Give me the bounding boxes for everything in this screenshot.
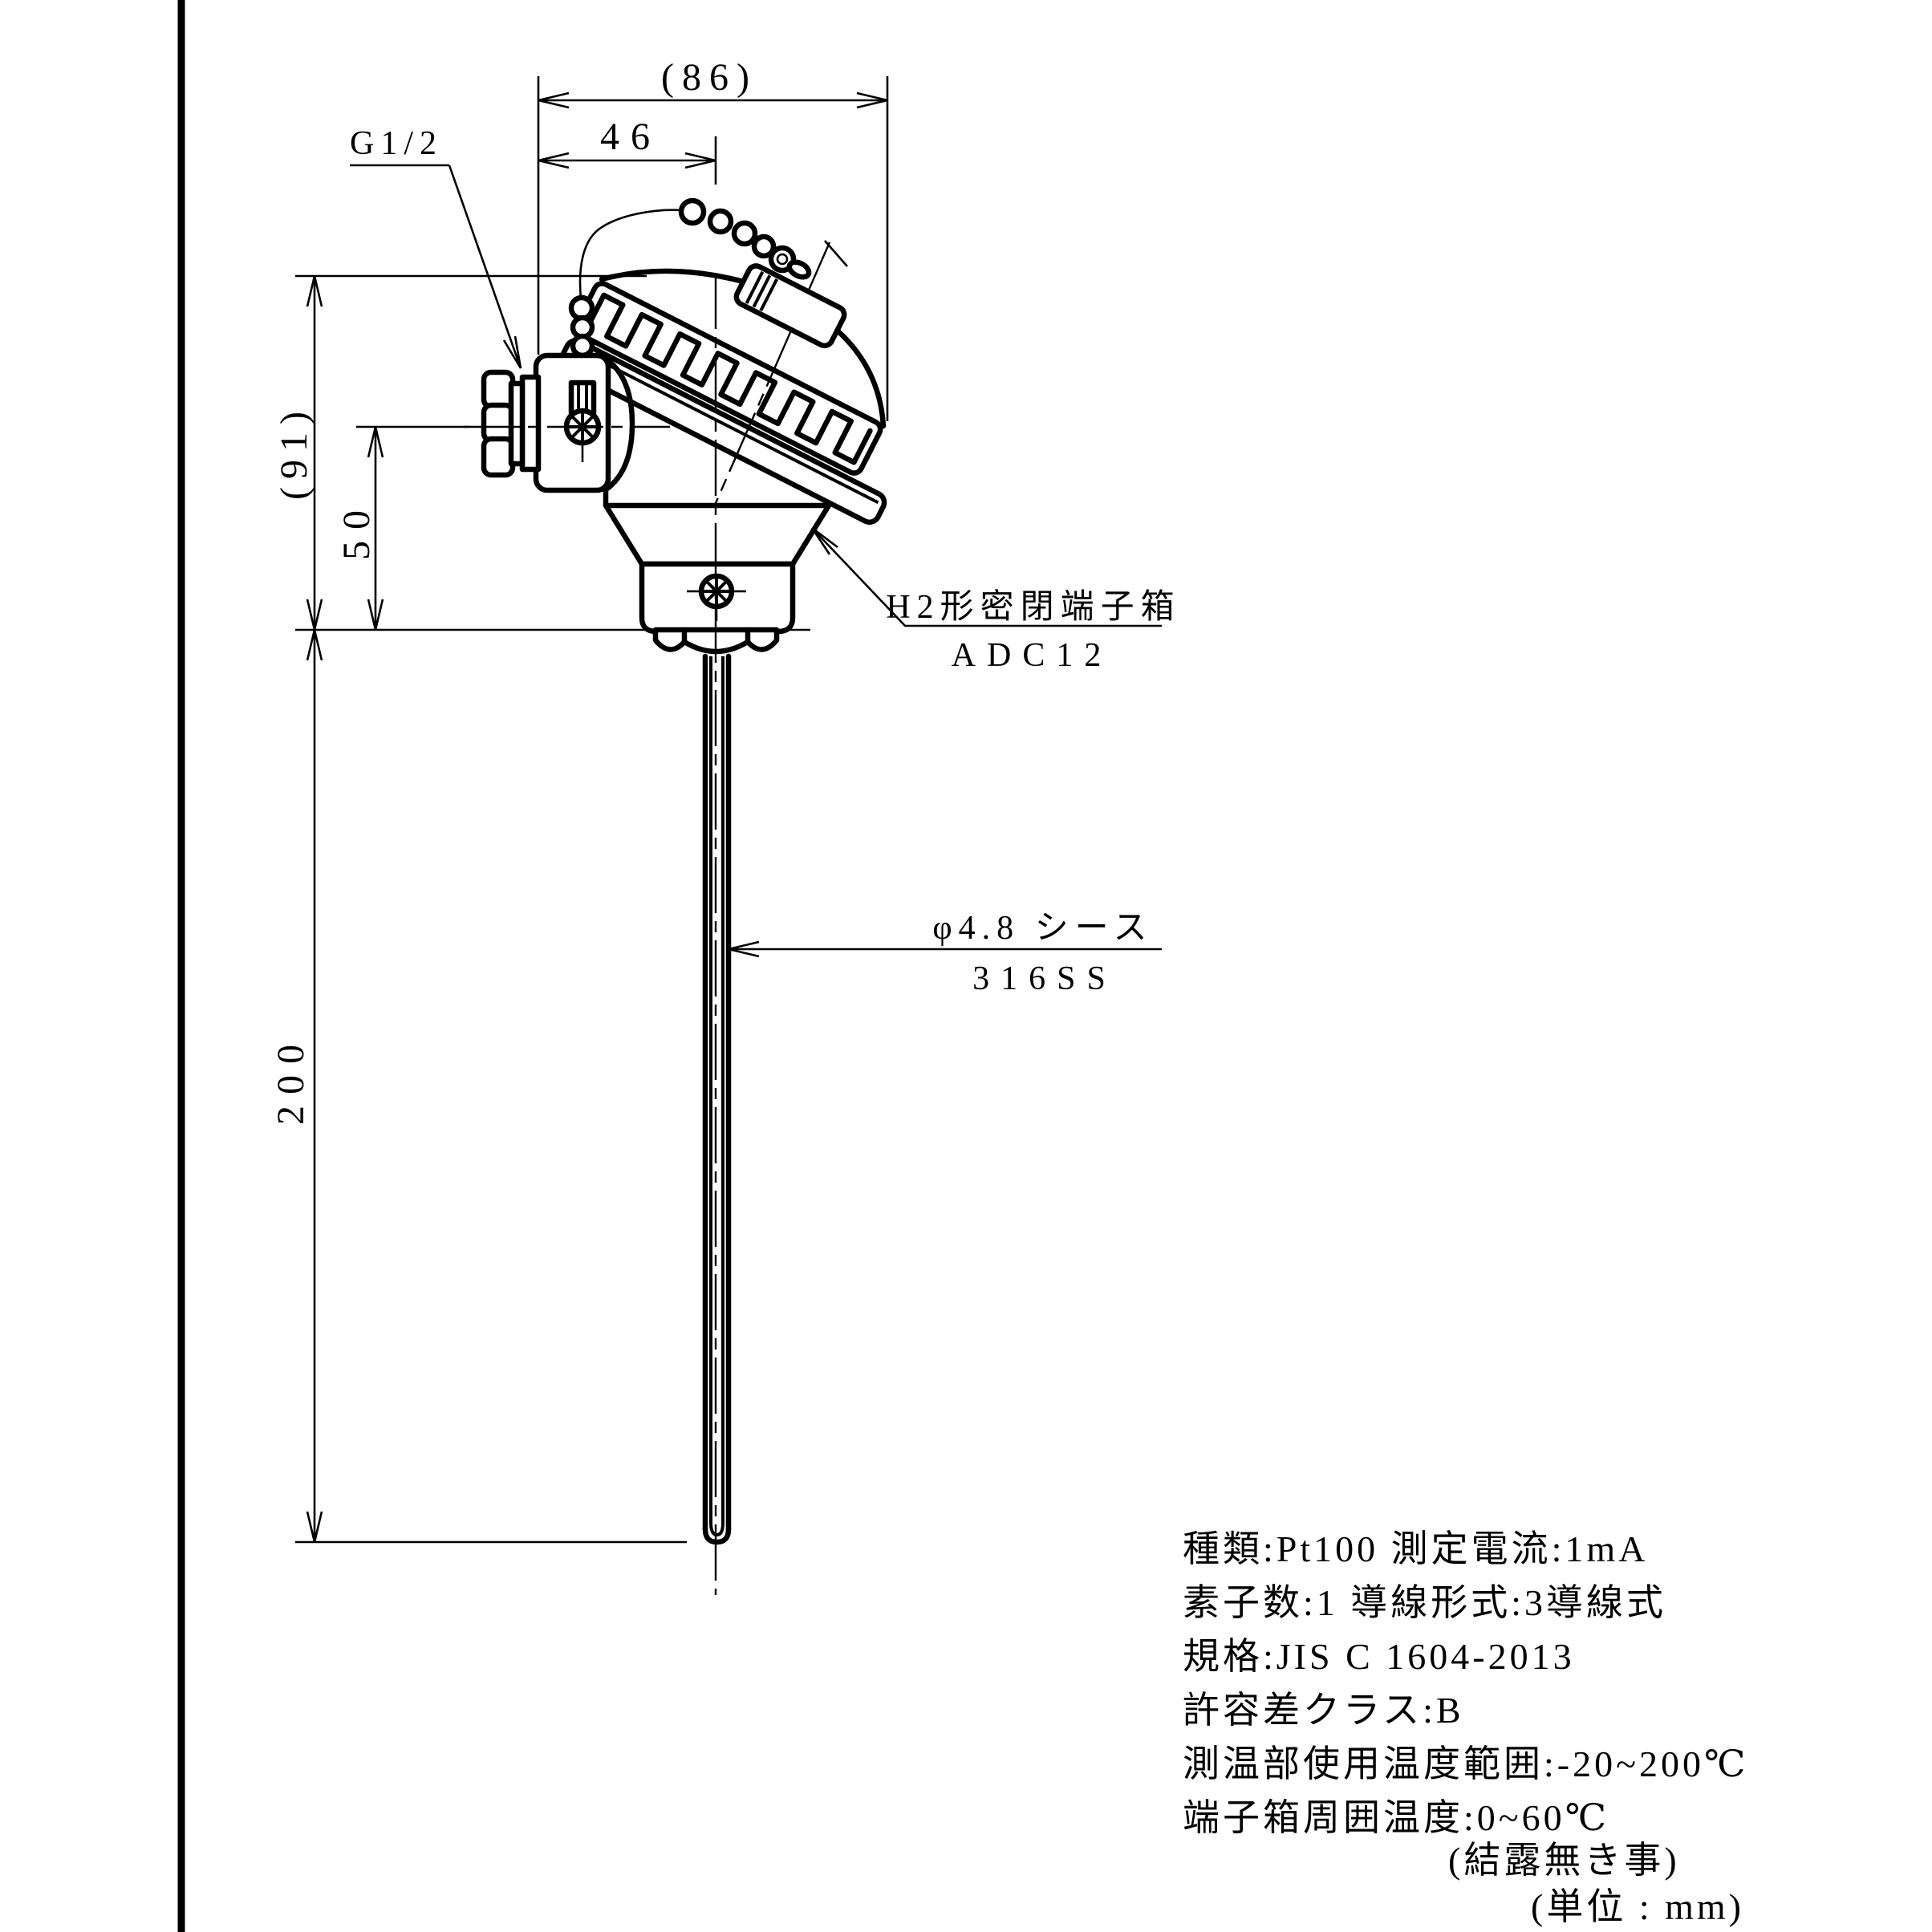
dim-sheath-length: 200 xyxy=(270,1033,312,1125)
spec-line-1: 種類:Pt100 測定電流:1mA xyxy=(1183,1528,1648,1569)
cap-chain-fitting xyxy=(733,263,847,349)
terminal-head-label: H2形密閉端子箱 xyxy=(886,588,1180,626)
spec-block: 種類:Pt100 測定電流:1mA 素子数:1 導線形式:3導線式 規格:JIS… xyxy=(1183,1528,1748,1927)
dim-height-overall: (91) xyxy=(273,404,315,500)
thread-label: G1/2 xyxy=(350,125,443,162)
spec-line-4: 許容差クラス:B xyxy=(1183,1690,1464,1731)
dim-width-partial: 46 xyxy=(600,116,661,158)
dim-width-overall: (86) xyxy=(661,56,757,99)
chain-balls-top xyxy=(678,197,812,280)
head-body-bulge xyxy=(600,354,635,493)
cap-axis-centerline xyxy=(706,242,831,522)
spec-line-5: 測温部使用温度範囲:-20~200℃ xyxy=(1183,1743,1748,1784)
spec-line-2: 素子数:1 導線形式:3導線式 xyxy=(1183,1582,1666,1623)
thread-leader: G1/2 xyxy=(350,125,522,369)
spec-note: (結露無き事) xyxy=(1448,1840,1680,1881)
sheath-material-label: 316SS xyxy=(972,960,1117,997)
spec-line-3: 規格:JIS C 1604-2013 xyxy=(1183,1636,1575,1677)
terminal-head-material-label: ADC12 xyxy=(952,637,1113,674)
terminal-head xyxy=(481,197,887,655)
chain-cord xyxy=(578,209,683,299)
terminal-head-leader: H2形密閉端子箱 ADC12 xyxy=(810,526,1180,674)
sheath-spec-label: φ4.8 シース xyxy=(932,910,1153,947)
process-connection-gland xyxy=(481,369,542,478)
head-neck xyxy=(603,487,832,655)
dim-height-upper: 50 xyxy=(335,499,378,560)
cover-cap-band xyxy=(558,281,887,526)
spec-unit-note: (単位 : mm) xyxy=(1531,1886,1744,1927)
sheath-leader: φ4.8 シース 316SS xyxy=(728,910,1162,997)
probe-sheath xyxy=(702,653,732,1545)
knurl-pattern xyxy=(585,292,873,465)
centerlines xyxy=(464,273,717,1595)
spec-line-6: 端子箱周囲温度:0~60℃ xyxy=(1183,1797,1609,1838)
dimension-lines xyxy=(306,91,888,1543)
